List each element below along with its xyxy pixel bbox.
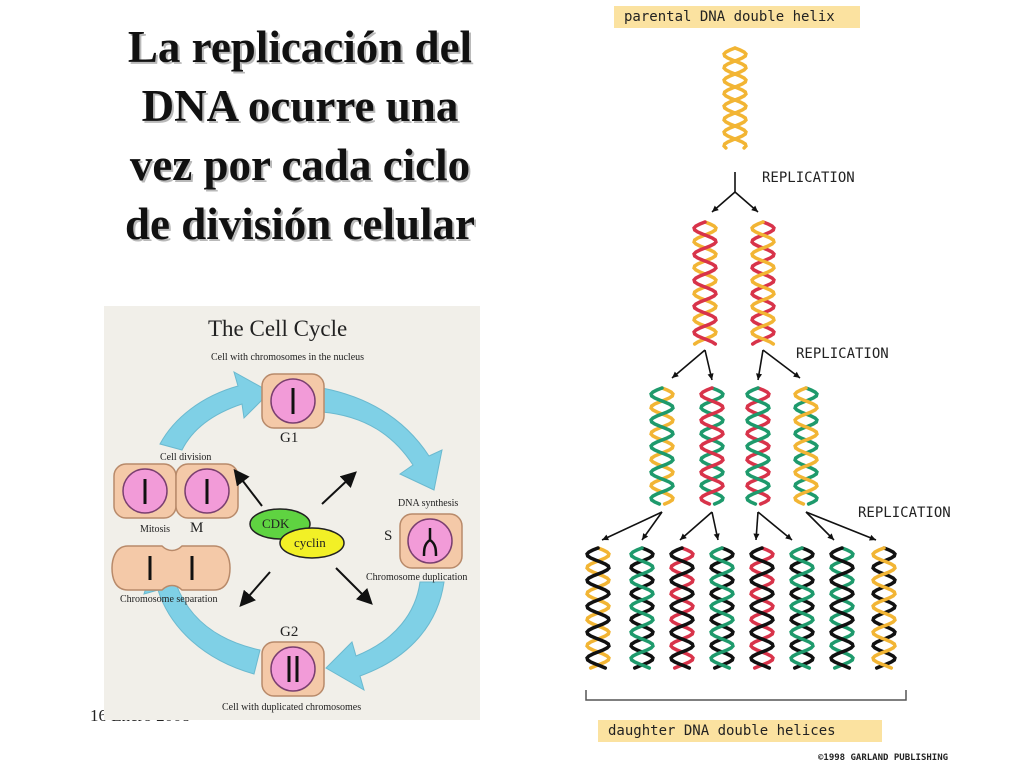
title-line: DNA ocurre una bbox=[141, 81, 459, 131]
cycle-arrow-s-to-g2 bbox=[325, 581, 445, 692]
cycle-arrow-g1-to-s bbox=[321, 387, 443, 491]
cycle-arrow-m-to-g1 bbox=[159, 370, 271, 451]
gen3-helix-8-strand-a bbox=[871, 546, 897, 670]
gen2-helix-2-strand-b bbox=[699, 386, 725, 506]
replication-arrow-2d bbox=[762, 349, 801, 379]
gen2-helix-1-strand-b bbox=[649, 386, 675, 506]
replication-arrow-3-5 bbox=[753, 511, 760, 541]
gen1-helix-2-strand-a bbox=[750, 220, 776, 346]
phase-g1-label: G1 bbox=[280, 430, 299, 446]
cell-m-separating bbox=[111, 545, 231, 591]
replication-arrow-3-8 bbox=[805, 511, 877, 541]
replication-arrow-3-6 bbox=[757, 511, 793, 541]
replication-arrow-1a bbox=[711, 191, 736, 213]
gen2-helix-4-strand-b bbox=[793, 386, 819, 506]
gen3-helix-6-strand-b bbox=[789, 546, 815, 670]
phase-m-label: M bbox=[190, 520, 204, 536]
cell-division-label: Cell division bbox=[160, 452, 212, 463]
replication-label-3: REPLICATION bbox=[858, 505, 951, 521]
title-line: vez por cada ciclo bbox=[129, 140, 471, 190]
gen3-helix-7-strand-b bbox=[829, 546, 855, 670]
parental-helix-label: parental DNA double helix bbox=[614, 6, 860, 28]
title-line: La replicación del bbox=[127, 22, 473, 72]
cyclin-ellipse bbox=[279, 527, 345, 559]
gen3-helix-5-strand-a bbox=[749, 546, 775, 670]
chromosome-duplication-label: Chromosome duplication bbox=[366, 572, 468, 583]
replication-arrow-3-3 bbox=[679, 511, 713, 541]
title-line: de división celular bbox=[124, 199, 476, 249]
cell-s bbox=[399, 513, 463, 569]
phase-g2-label: G2 bbox=[280, 624, 299, 640]
replication-arrow-2a bbox=[671, 349, 706, 379]
gen3-helix-7-strand-a bbox=[829, 546, 855, 670]
gen2-helix-3-strand-b bbox=[745, 386, 771, 506]
regulation-arrow-to-duplication bbox=[335, 567, 373, 605]
replication-arrow-3-7 bbox=[805, 511, 835, 541]
slide-title: La replicación del DNA ocurre una vez po… bbox=[80, 18, 520, 254]
parental-helix-strand-b bbox=[722, 46, 748, 150]
gen3-helix-1-strand-a bbox=[585, 546, 611, 670]
copyright-notice: ©1998 GARLAND PUBLISHING bbox=[818, 753, 949, 763]
chromosome-separation-label: Chromosome separation bbox=[120, 594, 218, 605]
phase-s-label: S bbox=[384, 528, 393, 544]
cell-g2 bbox=[261, 641, 325, 697]
cell-m-daughters bbox=[113, 463, 239, 519]
replication-arrow-2b bbox=[704, 349, 714, 381]
cell-cycle-title: The Cell Cycle bbox=[208, 316, 348, 341]
gen3-helix-4-strand-b bbox=[709, 546, 735, 670]
gen3-helix-5-strand-b bbox=[749, 546, 775, 670]
replication-label-2: REPLICATION bbox=[796, 346, 889, 362]
gen3-helix-4-strand-a bbox=[709, 546, 735, 670]
gen1-helix-2-strand-b bbox=[750, 220, 776, 346]
gen3-helix-2-strand-a bbox=[629, 546, 655, 670]
g1-caption: Cell with chromosomes in the nucleus bbox=[211, 352, 365, 363]
gen1-helix-1-strand-a bbox=[692, 220, 718, 346]
daughter-helices-label: daughter DNA double helices bbox=[598, 720, 882, 742]
regulation-arrow-to-g1 bbox=[321, 471, 357, 505]
gen3-helix-3-strand-a bbox=[669, 546, 695, 670]
gen1-helix-1-strand-b bbox=[692, 220, 718, 346]
mitosis-label: Mitosis bbox=[140, 524, 171, 535]
replication-arrow-2c bbox=[756, 349, 764, 381]
daughter-bracket bbox=[585, 690, 907, 701]
gen3-helix-3-strand-b bbox=[669, 546, 695, 670]
cdk-label: CDK bbox=[262, 516, 290, 531]
parental-helix-strand-a bbox=[722, 46, 748, 150]
gen3-helix-2-strand-b bbox=[629, 546, 655, 670]
cell-cycle-diagram: The Cell Cycle Cell with chromosomes in … bbox=[104, 306, 480, 720]
dna-replication-graphic bbox=[585, 46, 907, 701]
gen2-helix-4-strand-a bbox=[793, 386, 819, 506]
replication-arrow-3-4 bbox=[711, 511, 720, 541]
cell-g1 bbox=[261, 373, 325, 429]
gen3-helix-6-strand-a bbox=[789, 546, 815, 670]
regulation-arrow-to-separation bbox=[239, 571, 271, 608]
replication-arrow-3-1 bbox=[601, 511, 663, 541]
gen3-helix-8-strand-b bbox=[871, 546, 897, 670]
replication-label-1: REPLICATION bbox=[762, 170, 855, 186]
gen2-helix-2-strand-a bbox=[699, 386, 725, 506]
cyclin-label: cyclin bbox=[294, 535, 326, 550]
dna-synthesis-label: DNA synthesis bbox=[398, 498, 459, 509]
gen2-helix-1-strand-a bbox=[649, 386, 675, 506]
duplicated-chromosomes-label: Cell with duplicated chromosomes bbox=[222, 702, 362, 713]
regulation-arrow-to-m bbox=[233, 468, 263, 507]
replication-arrow-1b bbox=[734, 191, 759, 213]
gen2-helix-3-strand-a bbox=[745, 386, 771, 506]
replication-arrow-3-2 bbox=[641, 511, 663, 541]
gen3-helix-1-strand-b bbox=[585, 546, 611, 670]
cell-cycle-graphic bbox=[111, 370, 463, 697]
